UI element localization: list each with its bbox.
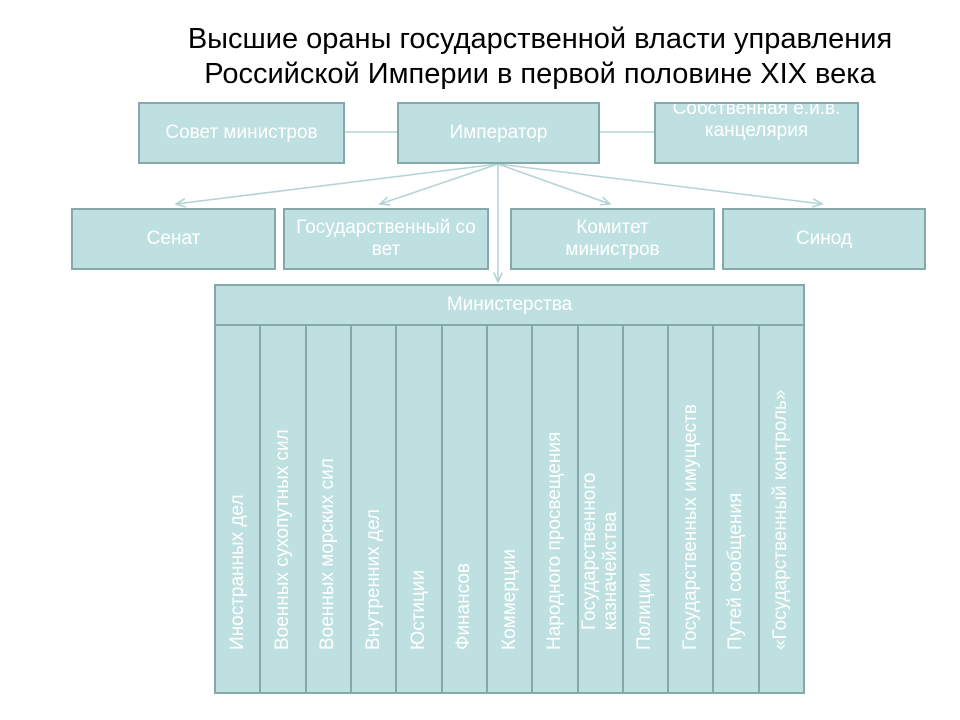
ministry-column: Иностранных дел <box>216 326 262 692</box>
senate-box: Сенат <box>71 208 276 270</box>
ministry-column: Военных сухопутных сил <box>261 326 307 692</box>
emperor-label: Император <box>449 122 548 143</box>
ministry-label: Военных сухопутных сил <box>271 429 293 650</box>
diagram-title: Высшие ораны государственной власти упра… <box>120 22 960 92</box>
ministry-label: Юстиции <box>407 569 429 650</box>
ministry-label: Полиции <box>634 572 656 650</box>
ministry-column: Полиции <box>624 326 670 692</box>
ministry-column: «Государственный контроль» <box>760 326 803 692</box>
ministry-column: Народного просвещения <box>533 326 579 692</box>
ministry-column: Путей сообщения <box>714 326 760 692</box>
ministry-label: Государственного казначейства <box>579 472 622 630</box>
council-of-ministers-label: Совет министров <box>165 122 318 143</box>
synod-box: Синод <box>722 208 926 270</box>
ministry-column: Государственного казначейства <box>579 326 624 692</box>
arrow-to-senate <box>176 163 499 204</box>
ministry-column: Финансов <box>443 326 488 692</box>
ministry-label: Финансов <box>453 563 475 650</box>
ministries-header: Министерства <box>216 286 803 326</box>
ministry-label: Внутренних дел <box>362 509 384 650</box>
state-council-box: Государственный совет <box>283 208 489 270</box>
title-line-2: Российской Империи в первой половине XIX… <box>204 58 876 90</box>
emperor-box: Император <box>397 102 600 164</box>
ministry-column: Коммерции <box>488 326 534 692</box>
ministries-block: Министерства Иностранных дел Военных сух… <box>214 284 805 694</box>
ministry-column: Военных морских сил <box>307 326 352 692</box>
arrow-to-committee <box>497 163 610 204</box>
ministry-label: «Государственный контроль» <box>770 389 792 650</box>
council-of-ministers-box: Совет министров <box>138 102 345 164</box>
arrow-to-state-council <box>380 163 499 204</box>
ministry-column: Юстиции <box>397 326 443 692</box>
title-line-1: Высшие ораны государственной власти упра… <box>187 23 893 55</box>
ministry-label: Коммерции <box>498 548 520 650</box>
synod-label: Синод <box>795 228 853 249</box>
chancellery-box: Собственная е.и.в. канцелярия <box>654 102 859 164</box>
ministry-label: Государственных имуществ <box>679 404 701 650</box>
ministry-label: Народного просвещения <box>543 431 565 650</box>
ministry-column: Внутренних дел <box>352 326 398 692</box>
chancellery-label: Собственная е.и.в. канцелярия <box>672 102 841 141</box>
committee-of-ministers-label: Комитет министров <box>565 217 660 260</box>
arrow-to-synod <box>497 163 822 204</box>
ministries-columns: Иностранных дел Военных сухопутных сил В… <box>216 326 803 692</box>
ministry-label: Иностранных дел <box>226 494 248 650</box>
ministry-column: Государственных имуществ <box>669 326 715 692</box>
senate-label: Сенат <box>146 228 201 249</box>
ministry-label: Военных морских сил <box>317 458 339 650</box>
state-council-label: Государственный совет <box>296 217 476 260</box>
ministry-label: Путей сообщения <box>725 492 747 650</box>
committee-of-ministers-box: Комитет министров <box>510 208 715 270</box>
